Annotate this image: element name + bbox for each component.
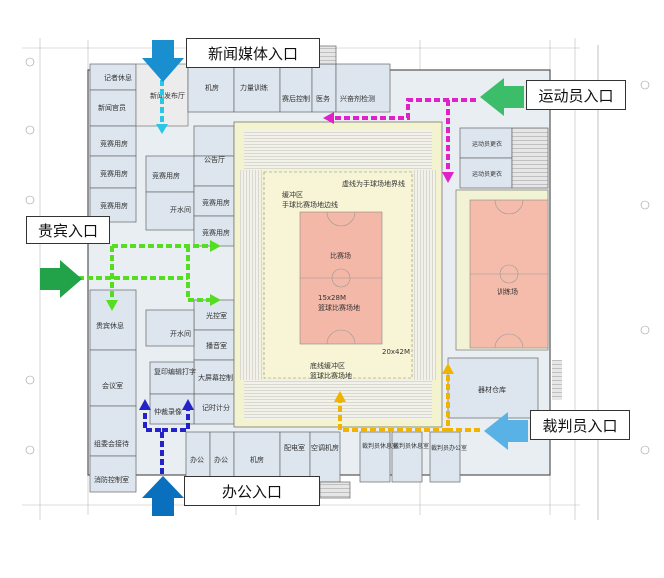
room-referee-office: 裁判员办公室 [431,444,467,452]
media-arrow [142,40,184,82]
room-public-hall: 公告厅 [204,155,225,164]
seating-top [244,130,432,170]
room-athlete-locker-2: 运动员更衣 [472,170,502,178]
vip-entrance-label: 贵宾入口 [26,216,110,244]
label-training: 训练场 [497,287,518,296]
vip-route-head-2 [210,294,221,306]
room-machine-2: 机房 [250,455,264,464]
room-toilet-2: 开水间 [170,329,191,338]
room-fire-control: 消防控制室 [94,475,129,484]
vip-arrow [40,260,82,298]
athlete-route-head-1 [323,112,334,124]
room-timing: 记时计分 [202,403,230,412]
athlete-arrow [480,78,524,116]
room-print: 复印编辑打字 [154,367,196,376]
room-toilet-1: 开水间 [170,205,191,214]
room-doping: 兴奋剂检测 [340,94,375,103]
room-competition-2: 竞赛用房 [100,169,128,178]
seating-right [414,170,436,380]
room-power: 配电室 [284,443,305,452]
room-equipment: 器材仓库 [478,385,506,394]
room-reception: 组委会接待 [94,439,129,448]
referee-route-head-1 [442,363,454,374]
referee-route-head-2 [334,391,346,402]
office-arrow [142,476,184,516]
right-stair [552,360,562,400]
label-buffer-boundary: 虚线为手球场地界线 [342,179,405,188]
room-big-screen: 大屏幕控制 [198,373,233,382]
vip-route-head-3 [106,300,118,311]
media-entrance-label: 新闻媒体入口 [186,38,320,68]
athlete-route [334,98,476,175]
room-referee-rest-2: 裁判员休息室 [393,442,429,450]
room-competition-4: 竞赛用房 [152,171,180,180]
room-arbitration: 仲裁录像 [154,407,182,416]
room-competition-5: 竞赛用房 [202,198,230,207]
right-rooms [447,127,549,419]
room-vip-rest: 贵宾休息 [96,321,124,330]
room-athlete-locker-1: 运动员更衣 [472,140,502,148]
vip-route-head-1 [210,240,221,252]
referee-entrance-label: 裁判员入口 [530,410,630,440]
room-office-2: 办公 [214,455,228,464]
vip-route [78,244,210,302]
room-competition-1: 竞赛用房 [100,139,128,148]
office-route [143,408,190,474]
room-strength: 力量训练 [240,83,268,92]
athlete-route-head-2 [442,172,454,183]
referee-route [338,372,480,432]
room-news-office: 新闻官员 [98,103,126,112]
room-referee-rest-1: 裁判员休息室 [362,442,398,450]
label-baseline-buffer: 底线缓冲区篮球比赛场地 [310,361,352,380]
left-rooms [89,63,137,493]
room-ac: 空调机房 [311,443,339,452]
office-route-head-2 [182,399,194,410]
office-entrance-label: 办公入口 [184,476,320,506]
athlete-entrance-label: 运动员入口 [526,80,626,110]
room-competition-3: 竞赛用房 [100,201,128,210]
room-reporter-rest: 记者休息 [104,73,132,82]
referee-arrow [484,412,528,450]
room-lighting: 光控室 [206,311,227,320]
seating-left [240,170,262,380]
bottom-rooms [185,431,461,499]
room-competition-6: 竞赛用房 [202,228,230,237]
media-route [156,80,168,134]
office-route-head-1 [139,399,151,410]
room-meeting: 会议室 [102,381,123,390]
room-press-release: 新闻发布厅 [150,91,185,100]
room-post-competition: 赛后控制 [282,94,310,103]
label-buffer-zone: 缓冲区手球比赛场地边线 [282,190,338,209]
label-handball-size: 20x42M [382,348,410,356]
room-medical: 医务 [316,94,330,103]
label-competition: 比赛场 [330,251,351,260]
room-machine: 机房 [205,83,219,92]
room-office-1: 办公 [190,455,204,464]
grid-ticks [25,45,650,520]
room-broadcast: 播音室 [206,341,227,350]
